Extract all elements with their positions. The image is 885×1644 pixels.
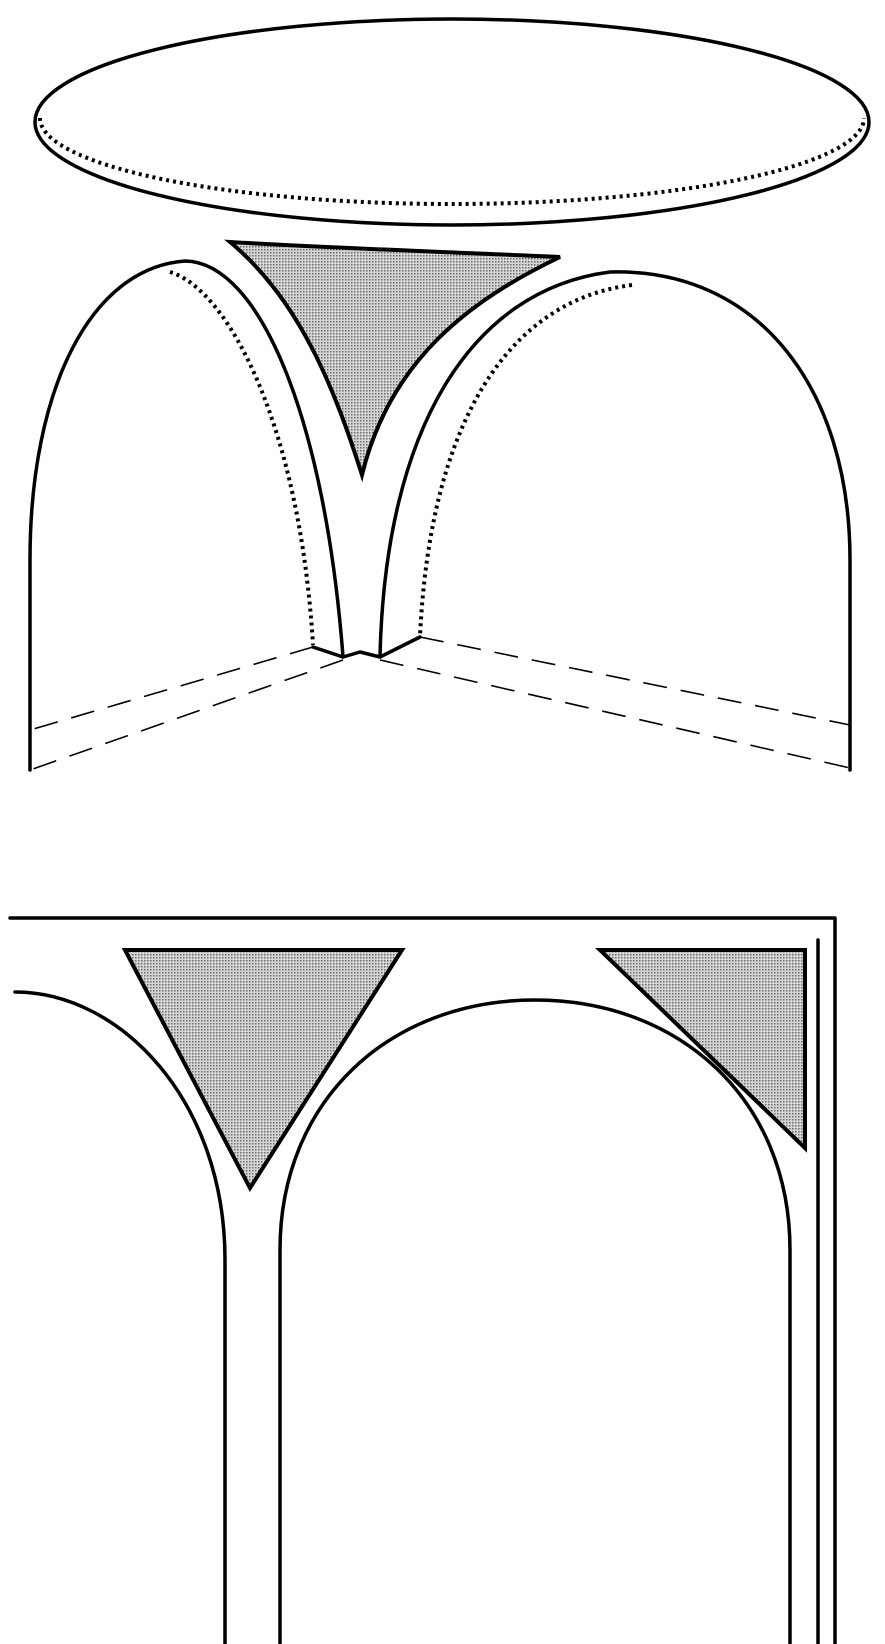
right-arch-inner-edge xyxy=(418,283,633,638)
floor-line-left-2 xyxy=(29,659,344,771)
floor-line-right-2 xyxy=(379,659,851,769)
floor-line-right-1 xyxy=(419,636,851,726)
disc-thickness-edge xyxy=(38,117,866,206)
left-arch-outline xyxy=(28,259,345,772)
elevation-view xyxy=(8,916,837,1644)
pendentive-shaded xyxy=(224,239,561,483)
right-arch-outline xyxy=(378,270,852,772)
floor-line-left-1 xyxy=(29,646,314,731)
pendentive-triangle-center xyxy=(121,948,406,1192)
center-arch-elevation xyxy=(278,998,792,1644)
dome-disc xyxy=(33,17,871,227)
left-arch-inner-edge xyxy=(169,270,315,646)
pendentive-triangle-corner xyxy=(595,948,807,1153)
perspective-view xyxy=(28,17,871,772)
frame-outer xyxy=(8,916,837,1644)
pier-base xyxy=(311,635,422,659)
left-arch-elevation xyxy=(13,990,227,1644)
